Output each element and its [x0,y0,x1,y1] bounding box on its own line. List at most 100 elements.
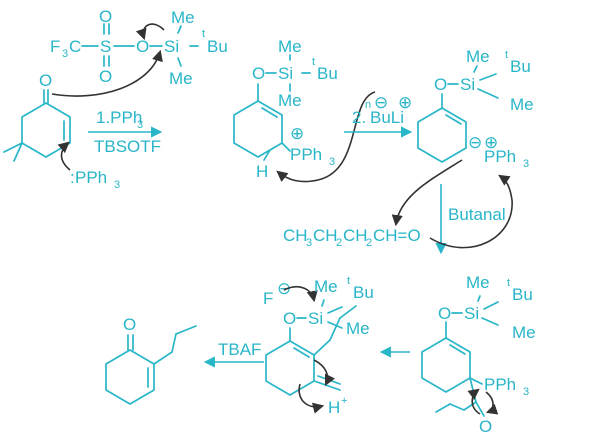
int1-me-top: Me [278,37,302,56]
ylide-si-me-top-bond [473,65,478,73]
oxaphosphetane-arrow-2 [485,391,499,415]
ylide-plus: ⊕ [484,133,498,152]
lone-pair: : [70,168,75,187]
adduct-t: t [507,277,510,289]
me-bottom-label: Me [169,69,193,88]
ylide-neg: ⊖ [468,133,482,152]
ylide-attack-arrow [391,159,463,227]
product-propyl-2 [171,333,177,353]
adduct-si-label: Si [464,304,479,323]
diene-t: t [347,275,350,287]
silyl-dienol-ether: F ⊖ O Si Me Me t Bu H + [263,275,374,417]
diene-side-3 [339,305,357,319]
adduct-propyl-3 [435,403,451,413]
adduct-si-me-top-bond [477,295,481,302]
pph3-label: PPh [75,168,107,187]
int1-bu: Bu [317,64,338,83]
ylide-enol-double-bond [445,114,462,125]
product-propyl-3 [175,325,197,335]
step1-reagent1: 1.PPh [96,108,142,127]
butanal-c4: CH=O [373,226,421,245]
o-link-label: O [136,37,149,56]
adduct-c-o-alk-bond [475,401,485,417]
product-propyl-1 [153,351,173,365]
ylide-ring [417,107,467,163]
betaine-adduct: O Si Me Me t Bu PPh 3 O [421,273,536,436]
adduct-pph3-sub: 3 [523,386,529,398]
gem-methyl-1 [3,142,23,153]
int1-c-p-bond [281,142,291,152]
fluoride-attack-arrow [283,285,318,303]
ylide-me-bottom: Me [510,95,534,114]
butanal-c1: CH [283,226,308,245]
f3c-label: F [50,37,60,56]
adduct-propyl-1 [463,401,477,411]
si-me-top-bond [177,25,182,34]
si-me-bottom-bond [177,57,182,67]
ylide-t: t [505,49,508,61]
step2-n: n [365,99,371,111]
me-top-label: Me [171,8,195,27]
diene-si-me-top-bond [321,299,325,307]
protonation-arrow [298,383,325,414]
adduct-si-me-bottom-bond [481,317,499,326]
phosphonium-enol-ether: O Si Me Me t Bu ⊕ PPh 3 H [233,37,376,183]
o-bottom-label: O [99,67,112,86]
conjugate-addition-arrow [57,141,71,171]
enone-ring [21,102,71,158]
adduct-bu: Bu [512,285,533,304]
int1-o-label: O [252,64,265,83]
diene-me-bottom: Me [346,319,370,338]
step2-reagent: BuLi [370,108,404,127]
t-label: t [202,28,205,40]
tbs-triflate-reagent: F 3 C S O O O Si Me Me t Bu [50,7,228,88]
butanal-c3-sub: 2 [366,237,372,249]
diene-me-top: Me [314,277,338,296]
int1-c-h-bond [263,149,271,161]
diene-f: F [263,289,273,308]
step2-prefix: 2. [352,108,366,127]
adduct-o-label: O [438,304,451,323]
step-3: Butanal [435,184,506,255]
butanal-c2: CH [313,226,338,245]
step-4: TBAF [203,340,264,368]
adduct-pph3: PPh [484,375,516,394]
product-ring [105,349,155,405]
enone-o-label: O [39,71,52,90]
ylide-pph3-sub: 3 [523,158,529,170]
pph3-subscript: 3 [114,179,120,191]
adduct-me-top: Me [466,273,490,292]
bu-label: Bu [207,37,228,56]
ylide-bu: Bu [510,57,531,76]
step3-label: Butanal [448,205,506,224]
ylide-si-tbu-bond [479,73,497,81]
int1-si-label: Si [278,64,293,83]
phosphonium-ylide: O Si Me Me t Bu ⊖ ⊕ PPh 3 [391,47,534,227]
diene-h: H [328,398,340,417]
int1-enol-double-bond [261,107,278,118]
f3-subscript: 3 [62,48,68,60]
step-1: 1.PPh 3 TBSOTF [88,108,163,156]
gem-methyl-2 [13,142,23,162]
adduct-propyl-2 [449,403,465,411]
c-label: C [69,37,81,56]
ylide-si-me-bottom-bond [477,88,499,99]
int1-pph3-sub: 3 [329,156,335,168]
step1-reagent1-sub: 3 [137,119,143,131]
oxaphosphetane-arrow-1 [467,388,481,415]
ylide-si-label: Si [460,75,475,94]
pph3-nucleophile: : PPh 3 [57,141,120,191]
adduct-si-tbu-bond [483,301,499,310]
diene-enol-double-bond [293,347,310,358]
s-label: S [100,37,111,56]
si-o-cleavage-arrow [135,23,165,41]
butanal-c1-sub: 3 [306,237,312,249]
product-enone: O [105,315,197,405]
step4-label: TBAF [218,340,261,359]
int1-ring [233,100,283,158]
si-label: Si [164,37,179,56]
isophorone-enone: O [3,49,163,162]
ylide-pph3: PPh [484,147,516,166]
deprotonation-arrow [276,91,376,183]
